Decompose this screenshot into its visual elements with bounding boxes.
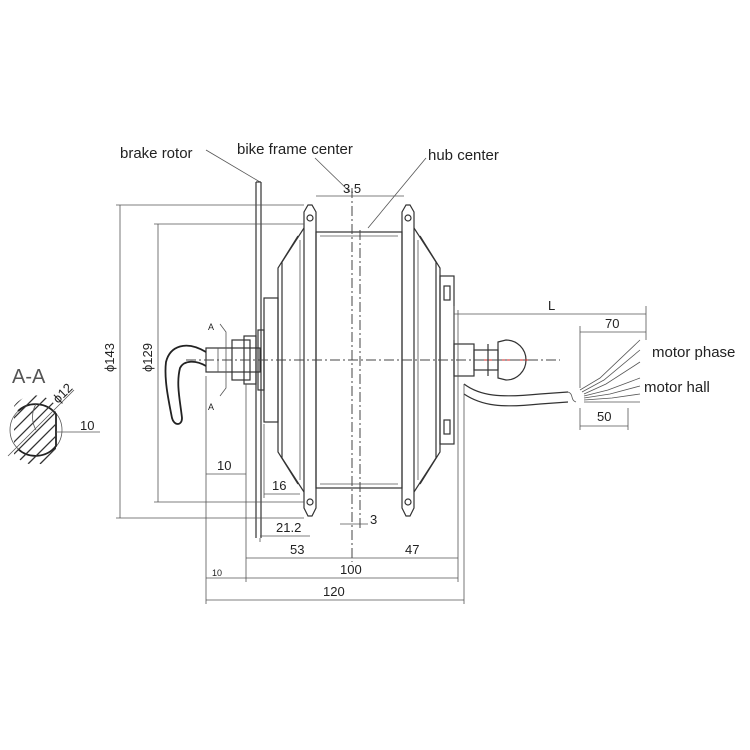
dim-21-2: 21.2 [276, 520, 301, 535]
label-hub-center: hub center [428, 147, 499, 164]
section-marker-top: A [208, 322, 214, 332]
dim-phi-129: ϕ129 [140, 343, 155, 372]
dim-3-5: 3.5 [343, 181, 361, 196]
section-title: A-A [12, 366, 46, 388]
dim-3: 3 [370, 512, 377, 527]
leader-bike-frame-center [314, 157, 351, 193]
dim-100: 100 [340, 562, 362, 577]
dim-10: 10 [217, 458, 231, 473]
section-flat-label: 10 [80, 418, 94, 433]
quick-release-lever [164, 344, 207, 425]
label-bike-frame-center: bike frame center [237, 141, 353, 158]
axle-assembly [164, 335, 530, 425]
dim-16: 16 [272, 478, 286, 493]
motor-cable: motor phase motor hall [463, 339, 735, 407]
dim-70: 70 [605, 316, 619, 331]
section-diameter-label: ϕ12 [50, 380, 76, 406]
dim-53: 53 [290, 542, 304, 557]
label-motor-phase: motor phase [652, 344, 735, 361]
dim-10-small: 10 [212, 568, 222, 578]
shaft-section-flat [17, 403, 57, 457]
shaft-section-hatch [14, 395, 56, 465]
section-a-a: A-A ϕ12 10 [7, 366, 100, 465]
dimensions: 3.5 ϕ143 ϕ129 10 16 21.2 3 53 47 [102, 181, 647, 604]
section-markers: A A [208, 322, 227, 412]
right-flange [401, 204, 415, 517]
dim-50: 50 [597, 409, 611, 424]
dim-120: 120 [323, 584, 345, 599]
callouts: brake rotor bike frame center hub center [120, 141, 499, 229]
dim-L: L [548, 298, 555, 313]
left-flange [303, 204, 317, 517]
left-axle [205, 347, 261, 373]
leader-brake-rotor [205, 149, 261, 183]
dim-phi-143: ϕ143 [102, 343, 117, 372]
label-motor-hall: motor hall [644, 379, 710, 396]
leader-hub-center [367, 157, 427, 229]
label-brake-rotor: brake rotor [120, 145, 193, 162]
dim-47: 47 [405, 542, 419, 557]
cable-gland [497, 339, 527, 381]
section-marker-bottom: A [208, 402, 214, 412]
